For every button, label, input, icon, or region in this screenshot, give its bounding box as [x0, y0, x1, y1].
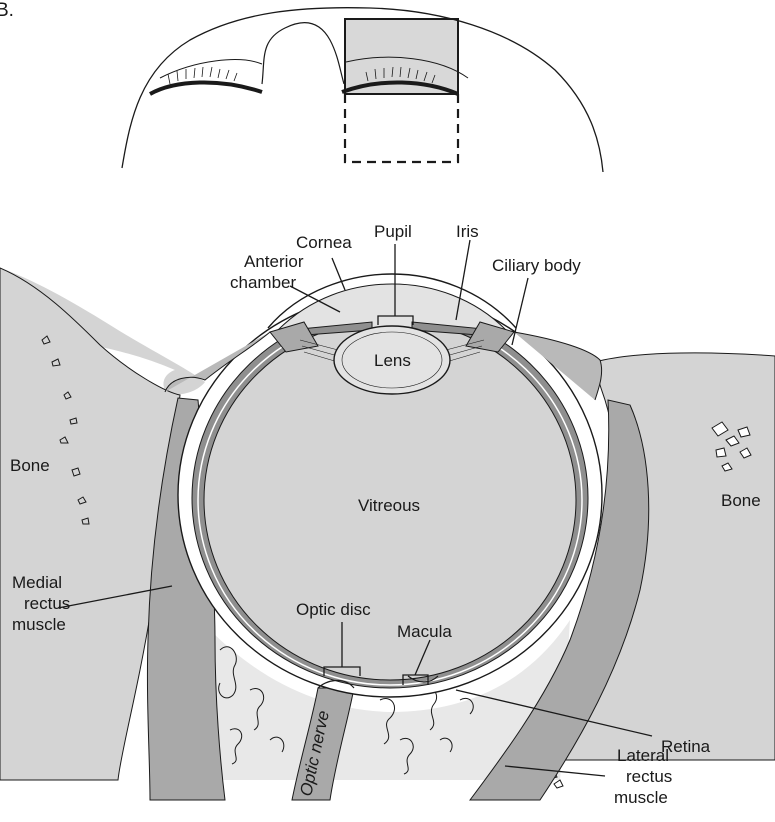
label-lateral-1: Lateral — [617, 746, 669, 765]
label-anterior-chamber-1: Anterior — [244, 252, 304, 271]
label-medial-1: Medial — [12, 573, 62, 592]
brow-left — [160, 60, 262, 78]
nose-outline — [262, 23, 344, 84]
label-cornea: Cornea — [296, 233, 352, 252]
cornea-leader — [332, 258, 345, 290]
label-vitreous: Vitreous — [358, 496, 420, 515]
label-pupil: Pupil — [374, 222, 412, 241]
label-medial-2: rectus — [24, 594, 70, 613]
dashed-box — [345, 94, 458, 162]
anterior-chamber — [278, 284, 506, 330]
panel-letter: B. — [0, 0, 14, 21]
label-lateral-3: muscle — [614, 788, 668, 807]
label-iris: Iris — [456, 222, 479, 241]
eyelid-left — [150, 82, 262, 94]
label-ciliary-body: Ciliary body — [492, 256, 581, 275]
label-medial-3: muscle — [12, 615, 66, 634]
face-inset — [122, 8, 603, 172]
label-bone-right: Bone — [721, 491, 761, 510]
label-lateral-2: rectus — [626, 767, 672, 786]
label-anterior-chamber-2: chamber — [230, 273, 296, 292]
label-bone-left: Bone — [10, 456, 50, 475]
label-lens: Lens — [374, 351, 411, 370]
label-macula: Macula — [397, 622, 452, 641]
label-optic-disc: Optic disc — [296, 600, 371, 619]
